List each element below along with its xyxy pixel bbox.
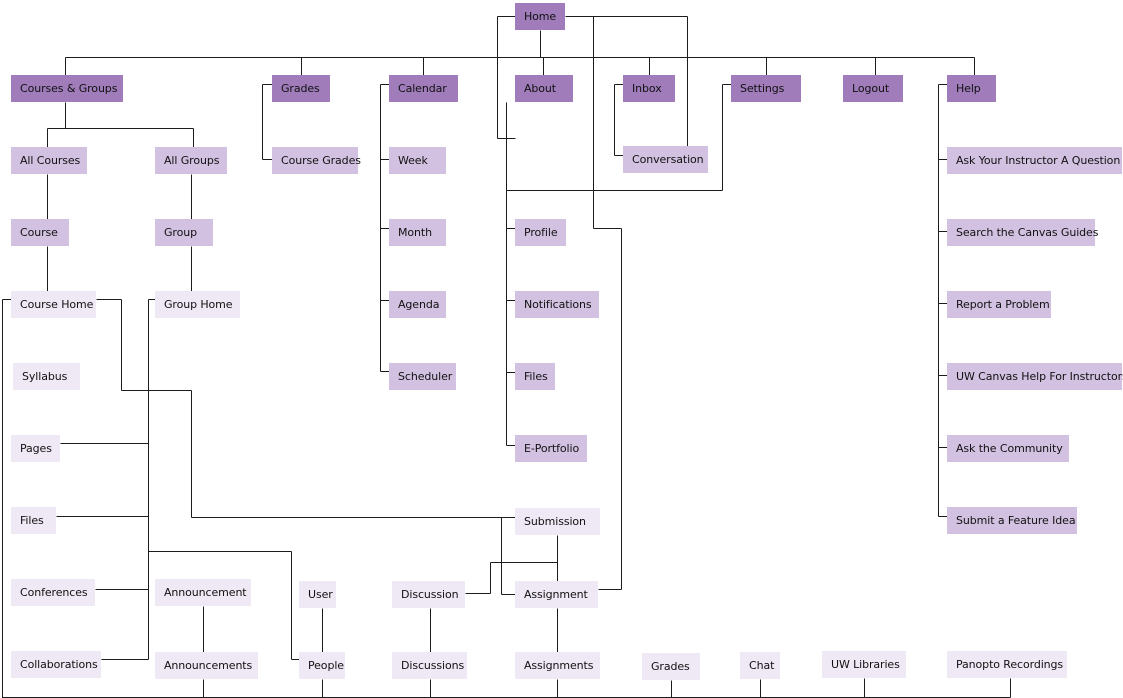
node-home[interactable]: Home [515,3,565,30]
node-search-canvas-guides[interactable]: Search the Canvas Guides [947,219,1098,246]
node-settings[interactable]: Settings [731,75,801,102]
node-ask-community[interactable]: Ask the Community [947,435,1069,462]
node-files[interactable]: Files [11,507,56,534]
node-notifications[interactable]: Notifications [515,291,599,318]
node-uw-canvas-help[interactable]: UW Canvas Help For Instructors [947,363,1123,390]
node-help[interactable]: Help [947,75,996,102]
node-about-files[interactable]: Files [515,363,555,390]
node-group-home[interactable]: Group Home [155,291,240,318]
node-scheduler[interactable]: Scheduler [389,363,456,390]
node-uw-libraries[interactable]: UW Libraries [822,651,906,678]
node-about[interactable]: About [515,75,573,102]
node-eportfolio[interactable]: E-Portfolio [515,435,587,462]
node-course[interactable]: Course [11,219,69,246]
node-submission[interactable]: Submission [515,508,600,535]
node-conversation[interactable]: Conversation [623,146,708,173]
node-pages[interactable]: Pages [11,435,60,462]
node-chat[interactable]: Chat [740,652,780,679]
node-course-home[interactable]: Course Home [11,291,96,318]
node-assignment[interactable]: Assignment [515,581,598,608]
node-syllabus[interactable]: Syllabus [13,363,80,390]
node-calendar[interactable]: Calendar [389,75,458,102]
node-report-problem[interactable]: Report a Problem [947,291,1051,318]
node-course-grades-tool[interactable]: Grades [642,653,700,680]
node-group[interactable]: Group [155,219,213,246]
node-discussion[interactable]: Discussion [392,581,465,608]
node-week[interactable]: Week [389,147,446,174]
node-user[interactable]: User [299,581,336,608]
node-month[interactable]: Month [389,219,446,246]
node-people[interactable]: People [299,652,345,679]
node-panopto-recordings[interactable]: Panopto Recordings [947,651,1067,678]
node-grades[interactable]: Grades [272,75,330,102]
node-all-groups[interactable]: All Groups [155,147,227,174]
node-ask-instructor[interactable]: Ask Your Instructor A Question [947,147,1122,174]
node-discussions[interactable]: Discussions [392,652,467,679]
node-assignments[interactable]: Assignments [515,652,600,679]
node-course-grades[interactable]: Course Grades [272,147,361,174]
node-announcements[interactable]: Announcements [155,652,258,679]
node-all-courses[interactable]: All Courses [11,147,87,174]
node-collaborations[interactable]: Collaborations [11,651,101,678]
node-logout[interactable]: Logout [843,75,903,102]
node-inbox[interactable]: Inbox [623,75,675,102]
node-courses-groups[interactable]: Courses & Groups [11,75,123,102]
node-announcement[interactable]: Announcement [155,579,251,606]
node-conferences[interactable]: Conferences [11,579,95,606]
node-agenda[interactable]: Agenda [389,291,446,318]
node-submit-feature-idea[interactable]: Submit a Feature Idea [947,507,1077,534]
node-profile[interactable]: Profile [515,219,566,246]
